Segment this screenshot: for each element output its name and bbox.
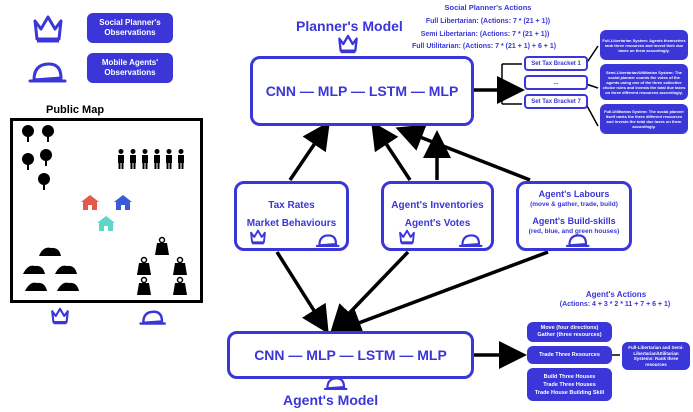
legend-crown (32, 14, 64, 49)
crown-icon (33, 15, 63, 43)
cap-icon (139, 310, 166, 325)
votes-label: Agent's Votes (404, 218, 471, 229)
tree-icon (22, 125, 54, 190)
cap-icon (323, 377, 348, 390)
planner-model-box: CNN — MLP — LSTM — MLP (250, 56, 474, 126)
labours-label: Agent's Labours (538, 189, 610, 199)
labours-box: Agent's Labours (move & gather, trade, b… (516, 181, 632, 251)
agent-actions-heading: Agent's Actions (585, 290, 647, 299)
tax-bracket-1: Set Tax Bracket 1 (524, 56, 588, 71)
rock-icon (23, 247, 79, 291)
cap-icon (315, 234, 340, 247)
person-icon (118, 149, 184, 169)
agent-model-arch: CNN — MLP — LSTM — MLP (254, 347, 447, 363)
crown-icon (399, 229, 415, 245)
planner-action-line-1: Full Libertarian: (Actions: 7 * (21 + 1)… (425, 18, 551, 25)
crown-icon (51, 307, 69, 325)
planner-action-line-3: Full Utilitarian: (Actions: 7 * (21 + 1)… (411, 43, 557, 50)
legend-agent-obs: Mobile Agents' Observations (87, 53, 173, 83)
inventories-label: Agent's Inventories (391, 200, 484, 211)
arrow-inventory-to-planner (371, 121, 412, 181)
market-behaviours-label: Market Behaviours (246, 218, 337, 229)
labours-detail: (move & gather, trade, build) (530, 201, 618, 208)
planner-model-arch: CNN — MLP — LSTM — MLP (265, 83, 459, 99)
crown-icon (250, 229, 266, 245)
agent-action-move-gather: Move (four directions)Gather (three reso… (527, 322, 612, 342)
arrow-labour-to-agent (333, 250, 549, 336)
planner-action-line-2: Semi Libertarian: (Actions: 7 * (21 + 1)… (420, 31, 550, 38)
system-note-full-libertarian: Full-Libertarian System: Agents themselv… (600, 30, 688, 60)
legend-cap (28, 60, 68, 91)
system-note-semi: Semi-Libertarian/Utilitarian System: The… (600, 64, 688, 100)
agent-action-trade: Trade Three Resources (527, 346, 612, 364)
cap-icon (565, 234, 590, 247)
public-map (10, 118, 203, 303)
build-skills-detail: (red, blue, and green houses) (528, 228, 620, 235)
cap-icon (458, 234, 483, 247)
agent-model-title: Agent's Model (283, 392, 379, 408)
tax-bracket-7: Set Tax Bracket 7 (524, 94, 588, 109)
tax-bracket-ellipsis: ... (524, 75, 588, 90)
planner-actions-heading: Social Planner's Actions (444, 3, 532, 12)
public-map-title: Public Map (46, 104, 105, 116)
build-skills-label: Agent's Build-skills (532, 216, 616, 226)
system-note-full-utilitarian: Full-Utilitarian System: The social plan… (600, 104, 688, 134)
house-icon (81, 195, 132, 231)
public-map-canvas (22, 125, 187, 295)
weight-icon (137, 236, 187, 295)
legend-planner-obs: Social Planner's Observations (87, 13, 173, 43)
planner-model-title: Planner's Model (296, 18, 403, 34)
agent-model-box: CNN — MLP — LSTM — MLP (227, 331, 474, 379)
arrow-labour-to-planner (395, 124, 531, 182)
agent-action-rank-note: Full-Libertarian and Semi-Libertarian/Ut… (622, 342, 690, 370)
arrow-tax-to-agent (275, 251, 329, 334)
tax-rates-label: Tax Rates (268, 200, 315, 211)
crown-icon (338, 34, 358, 54)
agent-actions-formula: (Actions: 4 + 3 * 2 * 11 + 7 + 6 + 1) (559, 301, 671, 308)
arrow-tax-to-planner (288, 121, 330, 181)
cap-icon (28, 62, 67, 83)
